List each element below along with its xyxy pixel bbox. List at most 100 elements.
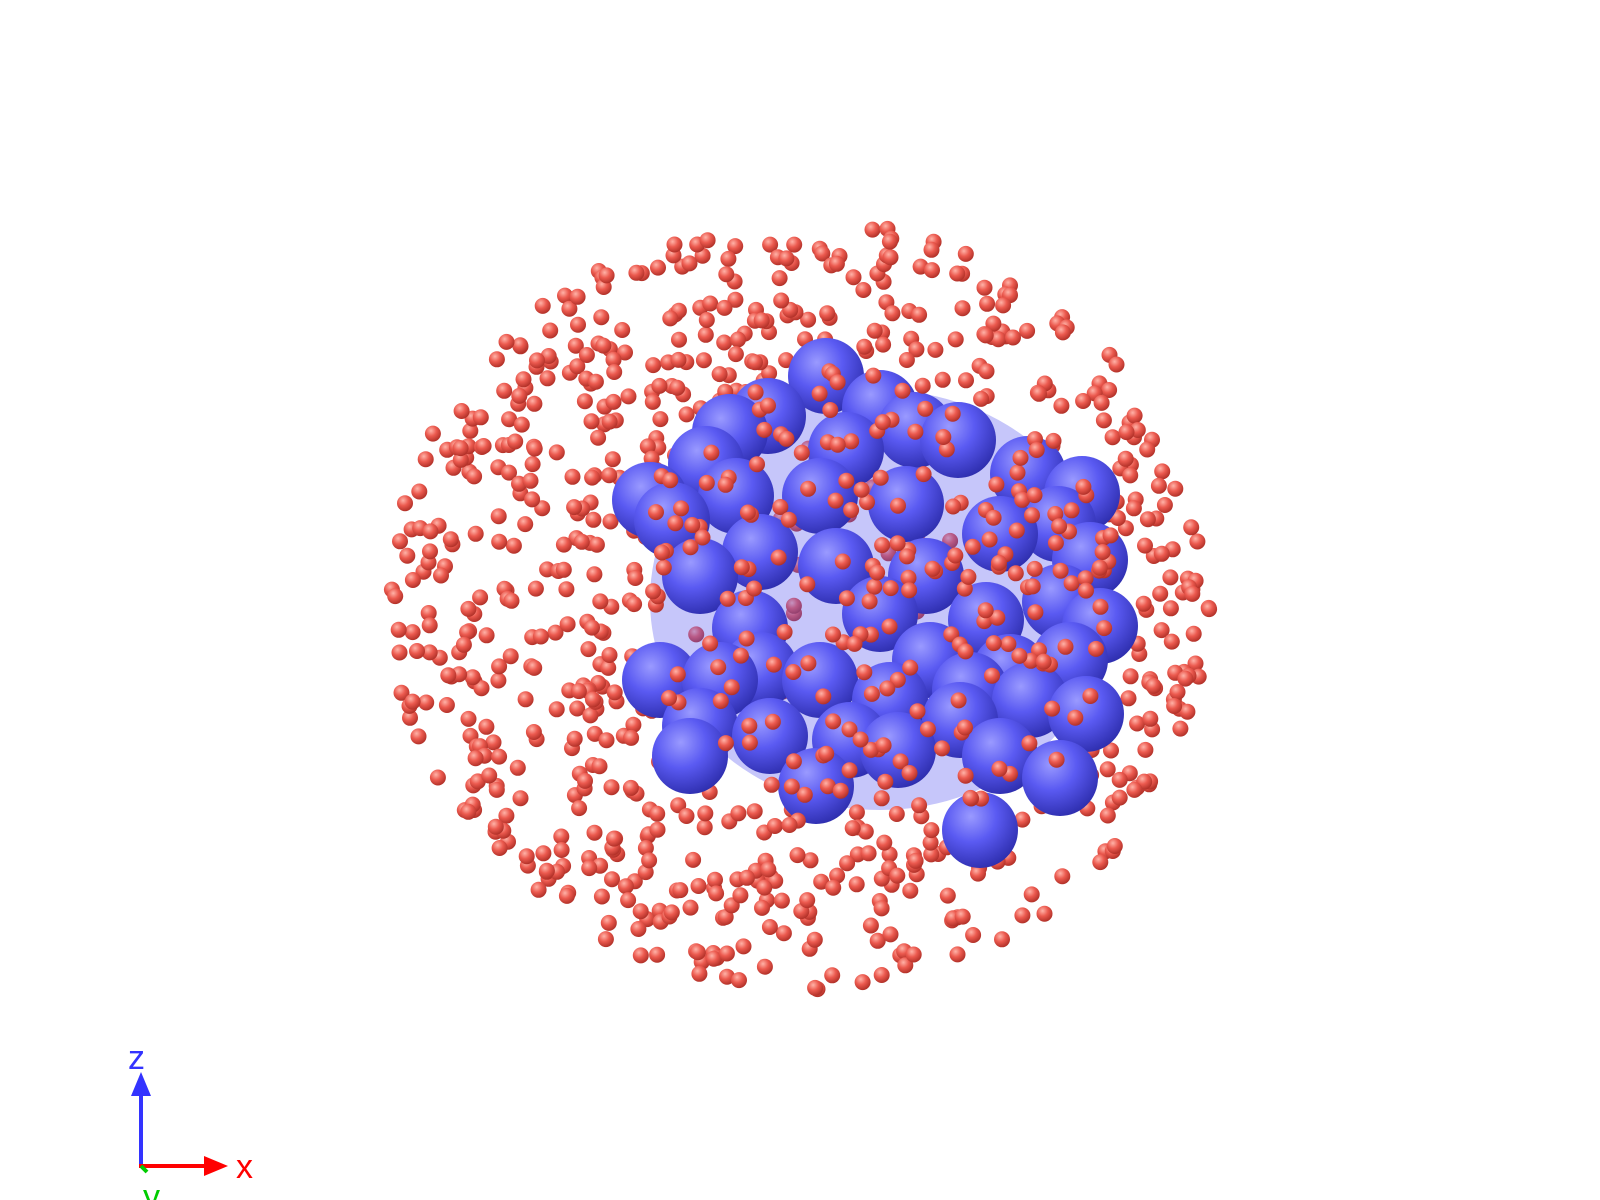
small-particle — [590, 429, 607, 446]
surface-particle — [985, 509, 1002, 526]
small-particle — [515, 371, 532, 388]
small-particle — [411, 483, 428, 500]
small-particle — [672, 882, 689, 899]
surface-particle — [1027, 604, 1044, 621]
small-particle — [617, 344, 633, 361]
small-particle — [814, 245, 831, 262]
small-particle — [1162, 569, 1179, 586]
surface-particle — [935, 429, 952, 445]
surface-particle — [732, 647, 749, 664]
small-particle — [854, 974, 871, 991]
small-particle — [785, 597, 802, 614]
small-particle — [539, 370, 556, 387]
small-particle — [697, 805, 714, 822]
small-particle — [452, 451, 469, 468]
large-sphere — [662, 538, 738, 614]
small-particle — [553, 842, 570, 858]
small-particle — [970, 865, 986, 882]
surface-particle — [781, 817, 798, 833]
axis-triad: z x y — [128, 1039, 253, 1200]
small-particle — [481, 767, 498, 784]
surface-particle — [947, 547, 964, 564]
surface-particle — [772, 499, 789, 515]
surface-particle — [907, 423, 924, 440]
small-particle — [682, 899, 699, 916]
small-particle — [1139, 441, 1156, 458]
surface-particle — [1024, 578, 1041, 595]
small-particle — [1135, 595, 1152, 612]
small-particle — [1156, 497, 1173, 513]
surface-particle — [682, 539, 699, 556]
small-particle — [1153, 622, 1170, 639]
surface-particle — [1078, 582, 1094, 599]
small-particle — [735, 938, 752, 955]
small-particle — [1187, 655, 1204, 672]
surface-particle — [825, 626, 841, 643]
small-particle — [1126, 407, 1143, 424]
small-particle — [730, 805, 747, 822]
small-particle — [485, 734, 502, 751]
small-particle — [553, 828, 570, 845]
small-particle — [548, 444, 565, 461]
small-particle — [472, 589, 489, 606]
small-particle — [630, 921, 647, 937]
small-particle — [727, 291, 744, 308]
small-particle — [418, 694, 435, 711]
small-particle — [924, 262, 940, 279]
small-particle — [800, 311, 817, 328]
small-particle — [529, 352, 545, 369]
surface-particle — [815, 688, 832, 705]
surface-particle — [846, 635, 863, 652]
surface-particle — [957, 719, 973, 736]
surface-particle — [1063, 575, 1080, 592]
small-particle — [702, 295, 719, 312]
small-particle — [547, 624, 564, 641]
small-particle — [586, 824, 603, 841]
small-particle — [404, 624, 421, 641]
small-particle — [979, 295, 996, 312]
small-particle — [716, 299, 733, 316]
surface-particle — [778, 430, 795, 447]
small-particle — [491, 533, 508, 550]
small-particle — [584, 469, 601, 486]
surface-particle — [800, 480, 817, 497]
small-particle — [466, 468, 483, 485]
small-particle — [649, 821, 666, 838]
small-particle — [824, 967, 841, 984]
small-particle — [605, 351, 622, 368]
small-particle — [460, 600, 477, 617]
surface-particle — [917, 400, 934, 417]
small-particle — [530, 881, 547, 898]
small-particle — [819, 305, 836, 322]
small-particle — [491, 840, 508, 856]
small-particle — [593, 888, 610, 905]
x-axis-label: x — [236, 1148, 253, 1186]
surface-particle — [1088, 640, 1104, 657]
small-particle — [756, 879, 773, 896]
small-particle — [511, 387, 528, 404]
small-particle — [503, 592, 520, 609]
surface-particle — [1021, 735, 1038, 752]
surface-particle — [822, 402, 839, 418]
small-particle — [911, 306, 928, 323]
small-particle — [1053, 397, 1070, 414]
small-particle — [422, 523, 439, 540]
surface-particle — [1094, 544, 1111, 560]
small-particle — [524, 456, 541, 473]
small-particle — [558, 887, 575, 904]
surface-particle — [733, 559, 750, 576]
surface-particle — [1047, 506, 1064, 522]
small-particle — [727, 346, 744, 363]
small-particle — [873, 900, 890, 917]
surface-particle — [856, 664, 873, 681]
small-particle — [1093, 394, 1110, 411]
surface-particle — [877, 773, 894, 790]
surface-particle — [923, 822, 940, 839]
small-particle — [760, 861, 777, 878]
small-particle — [433, 567, 449, 584]
surface-particle — [739, 504, 756, 521]
small-particle — [496, 382, 513, 399]
surface-particle — [889, 535, 906, 552]
surface-particle — [853, 481, 870, 498]
